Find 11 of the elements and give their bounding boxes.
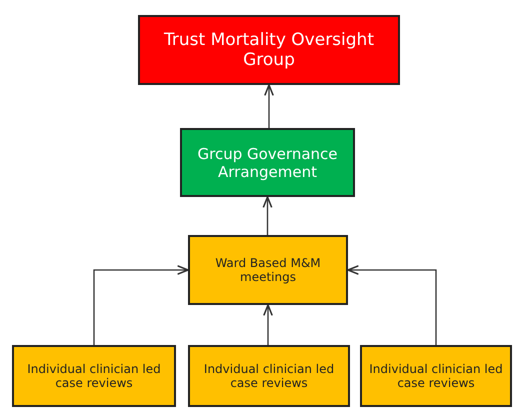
process-box: Grcup Governance Arrangement xyxy=(180,128,355,197)
process-box: Individual clinician led case reviews xyxy=(12,345,176,407)
arrow xyxy=(264,84,274,128)
process-box: Trust Mortality Oversight Group xyxy=(138,15,400,85)
process-box: Ward Based M&M meetings xyxy=(188,235,348,305)
arrow xyxy=(263,304,273,345)
process-box: Individual clinician led case reviews xyxy=(360,345,512,407)
arrow xyxy=(93,265,189,345)
arrow xyxy=(262,196,272,235)
arrow xyxy=(347,265,437,345)
process-box: Indvidual clinician led case reviews xyxy=(188,345,350,407)
